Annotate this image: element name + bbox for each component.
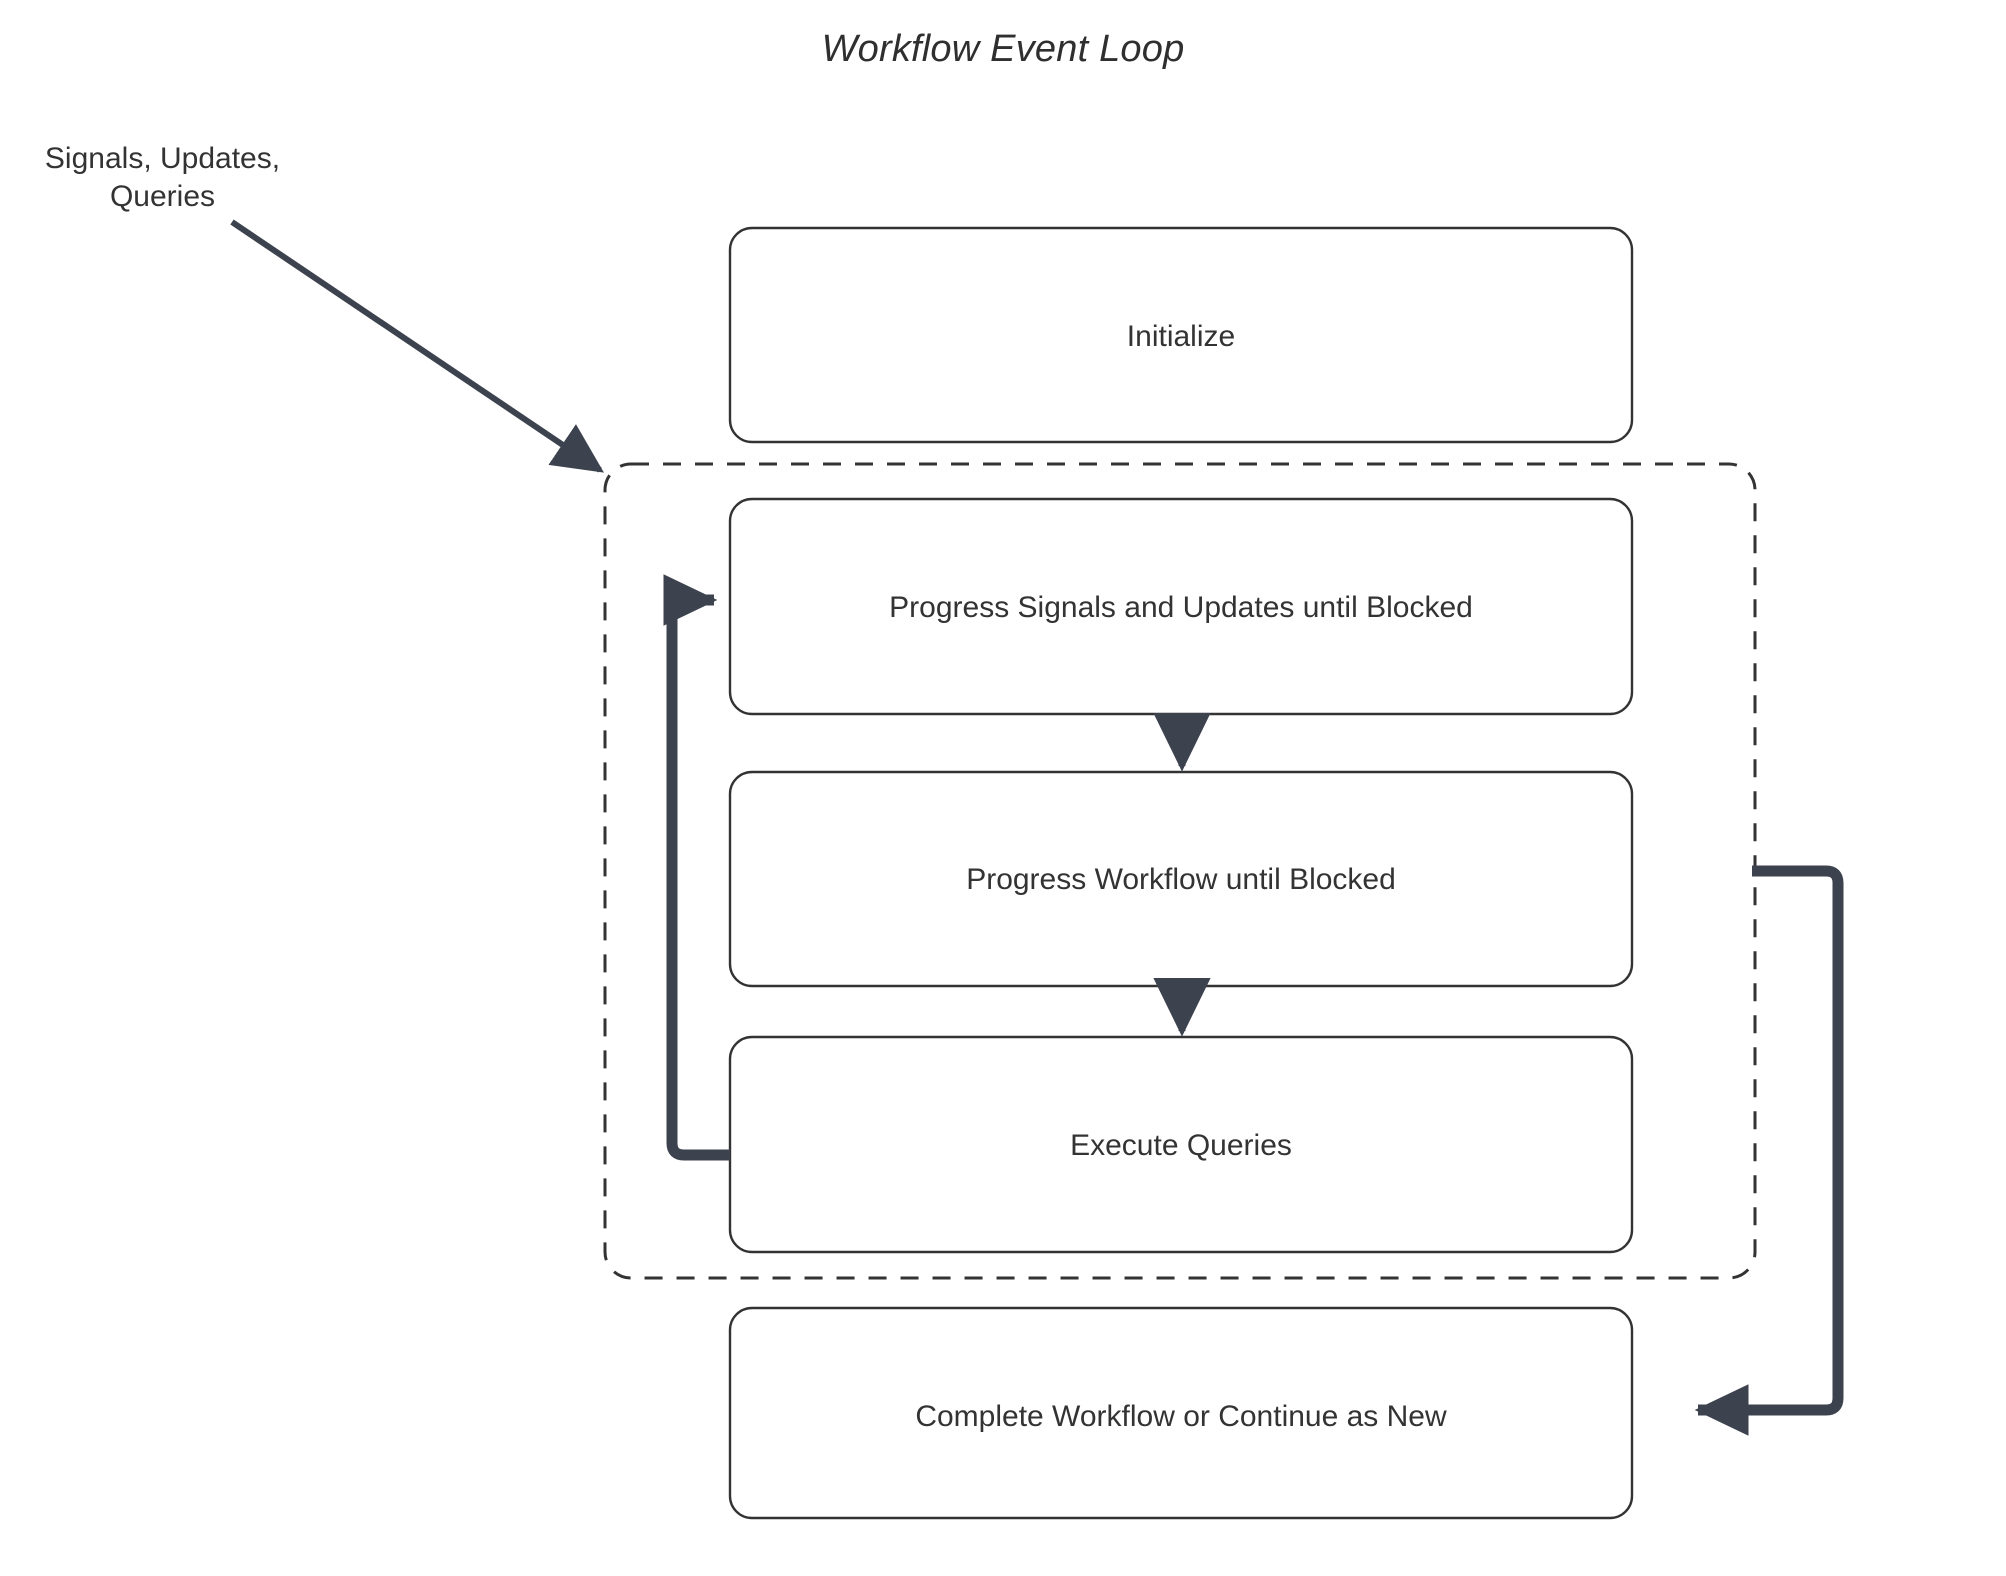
edge-queries-loop-back (663, 574, 730, 1161)
node-box-complete-workflow[interactable] (728, 1306, 1634, 1520)
edge-signals-to-loop (230, 219, 604, 473)
node-box-initialize[interactable] (728, 226, 1634, 444)
node-box-progress-workflow[interactable] (728, 770, 1634, 988)
edge-loop-to-complete-workflow (1694, 865, 1844, 1436)
node-box-execute-queries[interactable] (728, 1035, 1634, 1254)
node-box-progress-signals[interactable] (728, 497, 1634, 716)
